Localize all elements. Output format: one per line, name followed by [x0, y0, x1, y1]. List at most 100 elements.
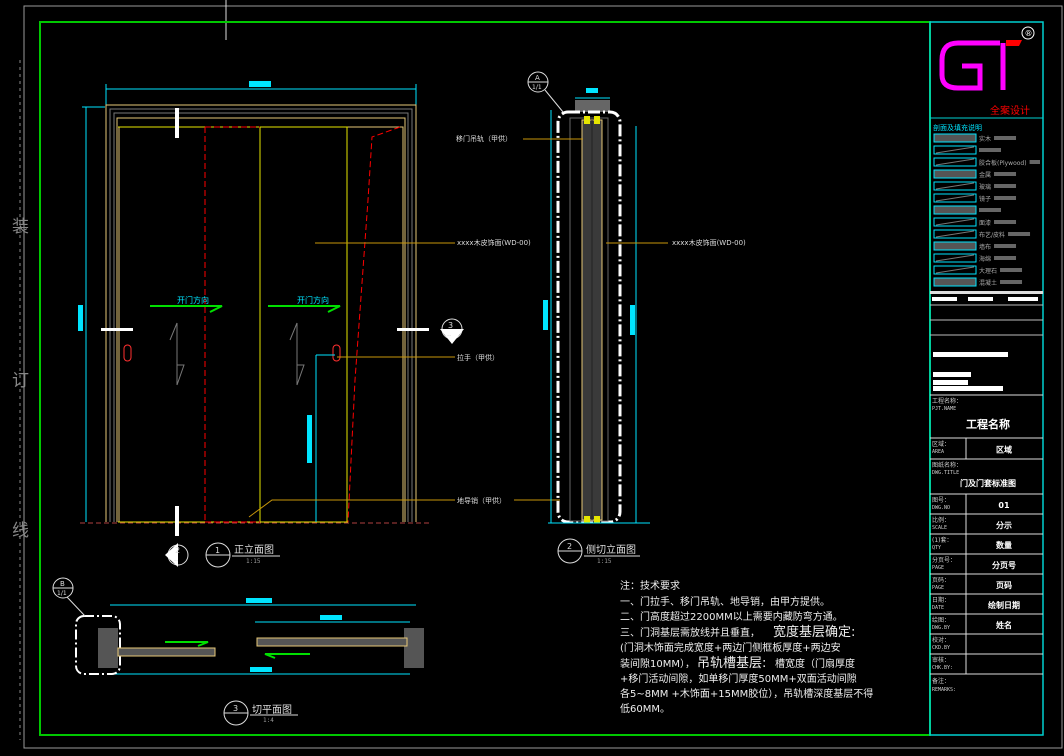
legend-placeholder-bar [994, 256, 1017, 260]
legend-heading: 剖面及填充说明 [933, 123, 982, 132]
svg-text:DWG.BY: DWG.BY [932, 625, 950, 631]
callout-veneer-right: xxxx木皮饰面(WD-00) [672, 238, 746, 247]
svg-text:PAGE: PAGE [932, 565, 944, 571]
svg-text:校对：: 校对： [932, 636, 950, 644]
legend-placeholder-bar [994, 136, 1017, 140]
svg-text:CKD.BY: CKD.BY [932, 645, 950, 651]
svg-text:AREA: AREA [932, 449, 944, 455]
svg-text:宽度基层确定:: 宽度基层确定: [773, 624, 855, 640]
title-block-value: 分页号 [992, 560, 1016, 570]
legend-item: 金属 [933, 169, 1017, 179]
svg-text:(门洞木饰面完成宽度+两边门侧框板厚度+两边安: (门洞木饰面完成宽度+两边门侧框板厚度+两边安 [620, 641, 841, 654]
svg-text:3: 3 [233, 704, 238, 713]
svg-text:槽宽度（门扇厚度: 槽宽度（门扇厚度 [775, 657, 855, 670]
legend-item: 墙布 [933, 241, 1017, 251]
detail-mark-a: A 1/1 [527, 71, 564, 113]
svg-text:PJT.NAME: PJT.NAME [932, 406, 956, 412]
callout-track: 移门吊轨（甲供） [456, 134, 512, 143]
dimension-label [78, 305, 83, 331]
drawing-title-1: 1 正立面图 1:15 [205, 542, 280, 568]
svg-text:面漆: 面漆 [979, 219, 991, 227]
svg-text:图号：: 图号： [932, 497, 950, 504]
door-handle [332, 344, 341, 362]
door-handle [123, 344, 132, 362]
legend-placeholder-bar [979, 208, 1001, 212]
svg-text:REMARKS:: REMARKS: [932, 687, 956, 693]
title-block-value: 01 [998, 501, 1010, 510]
title-block-value: 分示 [996, 520, 1012, 530]
binding-char: 订 [12, 371, 29, 391]
svg-text:一、门拉手、移门吊轨、地导销，由甲方提供。: 一、门拉手、移门吊轨、地导销，由甲方提供。 [620, 595, 830, 608]
callout-floor-guide: 地导销（甲供） [457, 496, 506, 505]
svg-text:装间隙10MM），: 装间隙10MM）， [620, 657, 695, 670]
svg-text:3: 3 [448, 321, 453, 330]
svg-text:低60MM。: 低60MM。 [620, 702, 670, 715]
legend-placeholder-bar [979, 148, 1001, 152]
project-name: 工程名称 [966, 417, 1010, 431]
legend-item: 大理石 [933, 265, 1023, 275]
legend-placeholder-bar [994, 196, 1017, 200]
svg-text:B: B [60, 580, 65, 588]
svg-text:玻璃: 玻璃 [979, 183, 991, 191]
binding-char: 线 [12, 521, 29, 541]
svg-text:正立面图: 正立面图 [234, 543, 274, 556]
svg-text:分页号：: 分页号： [932, 556, 956, 564]
svg-text:--: -- [174, 557, 178, 564]
svg-text:工程名称：: 工程名称： [932, 397, 962, 405]
svg-text:注：技术要求: 注：技术要求 [620, 579, 680, 592]
title-block: ® 全案设计 剖面及填充说明 实木胶合板(Plywood)金属玻璃镜子面漆布艺/… [930, 26, 1043, 693]
legend-item: 海绵 [933, 253, 1017, 263]
open-direction-label: 开门方向 [297, 295, 329, 305]
title-block-row: 分页号：PAGE 分页号 [930, 553, 1043, 574]
legend-item: 镜子 [933, 193, 1017, 203]
svg-text:®: ® [1025, 29, 1033, 38]
legend-placeholder-bar [1000, 280, 1023, 284]
svg-text:混凝土: 混凝土 [979, 279, 997, 287]
svg-text:布艺/皮料: 布艺/皮料 [979, 231, 1005, 239]
legend-item: 玻璃 [933, 181, 1017, 191]
svg-text:页码：: 页码： [932, 576, 950, 584]
section-cut-mark [175, 108, 179, 138]
svg-text:三、门洞基层需放线并且垂直，: 三、门洞基层需放线并且垂直， [620, 626, 760, 639]
legend-placeholder-bar [994, 172, 1017, 176]
revision-rows [930, 297, 1043, 391]
title-block-value: 姓名 [995, 620, 1012, 630]
legend-item: 实木 [933, 133, 1017, 143]
svg-text:审核：: 审核： [932, 656, 950, 664]
title-block-value: 区域 [996, 445, 1012, 455]
callout-veneer: xxxx木皮饰面(WD-00) [457, 238, 531, 247]
legend-item: 胶合板(Plywood) [933, 157, 1040, 167]
svg-text:QTY: QTY [932, 545, 941, 551]
title-block-row: 页码：PAGE 页码 [930, 573, 1043, 594]
svg-text:(1)套：: (1)套： [932, 536, 953, 544]
svg-text:海绵: 海绵 [979, 255, 991, 263]
title-block-row: 校对：CKD.BY [930, 633, 1043, 654]
svg-text:大理石: 大理石 [979, 267, 997, 275]
title-block-value: 数量 [996, 540, 1012, 550]
detail-mark-b: B 1/1 [52, 577, 86, 617]
title-block-row: (1)套：QTY 数量 [930, 533, 1043, 554]
svg-text:1:4: 1:4 [263, 717, 274, 724]
svg-text:SCALE: SCALE [932, 525, 947, 531]
dimension-label [307, 415, 312, 463]
legend-placeholder-bar [994, 244, 1017, 248]
section-mark-2: 2 -- [165, 543, 189, 567]
title-block-value: 页码 [996, 581, 1012, 590]
slide-direction-arrow [165, 641, 310, 659]
svg-text:备注：: 备注： [932, 677, 950, 685]
svg-text:1:15: 1:15 [597, 558, 612, 565]
svg-text:切平面图: 切平面图 [252, 704, 292, 716]
svg-text:侧切立面图: 侧切立面图 [586, 543, 636, 556]
legend-item: 面漆 [933, 217, 1017, 227]
svg-text:PAGE: PAGE [932, 585, 944, 591]
svg-text:DATE: DATE [932, 605, 944, 611]
legend-placeholder-bar [994, 184, 1017, 188]
section-cut-mark [101, 328, 133, 331]
legend-placeholder-bar [1008, 232, 1031, 236]
legend-item [933, 145, 1001, 155]
svg-text:各5~8MM +木饰面+15MM胶位），吊轨槽深度基层不得: 各5~8MM +木饰面+15MM胶位），吊轨槽深度基层不得 [620, 687, 873, 700]
svg-text:金属: 金属 [979, 171, 991, 179]
title-block-frame [929, 21, 1044, 736]
